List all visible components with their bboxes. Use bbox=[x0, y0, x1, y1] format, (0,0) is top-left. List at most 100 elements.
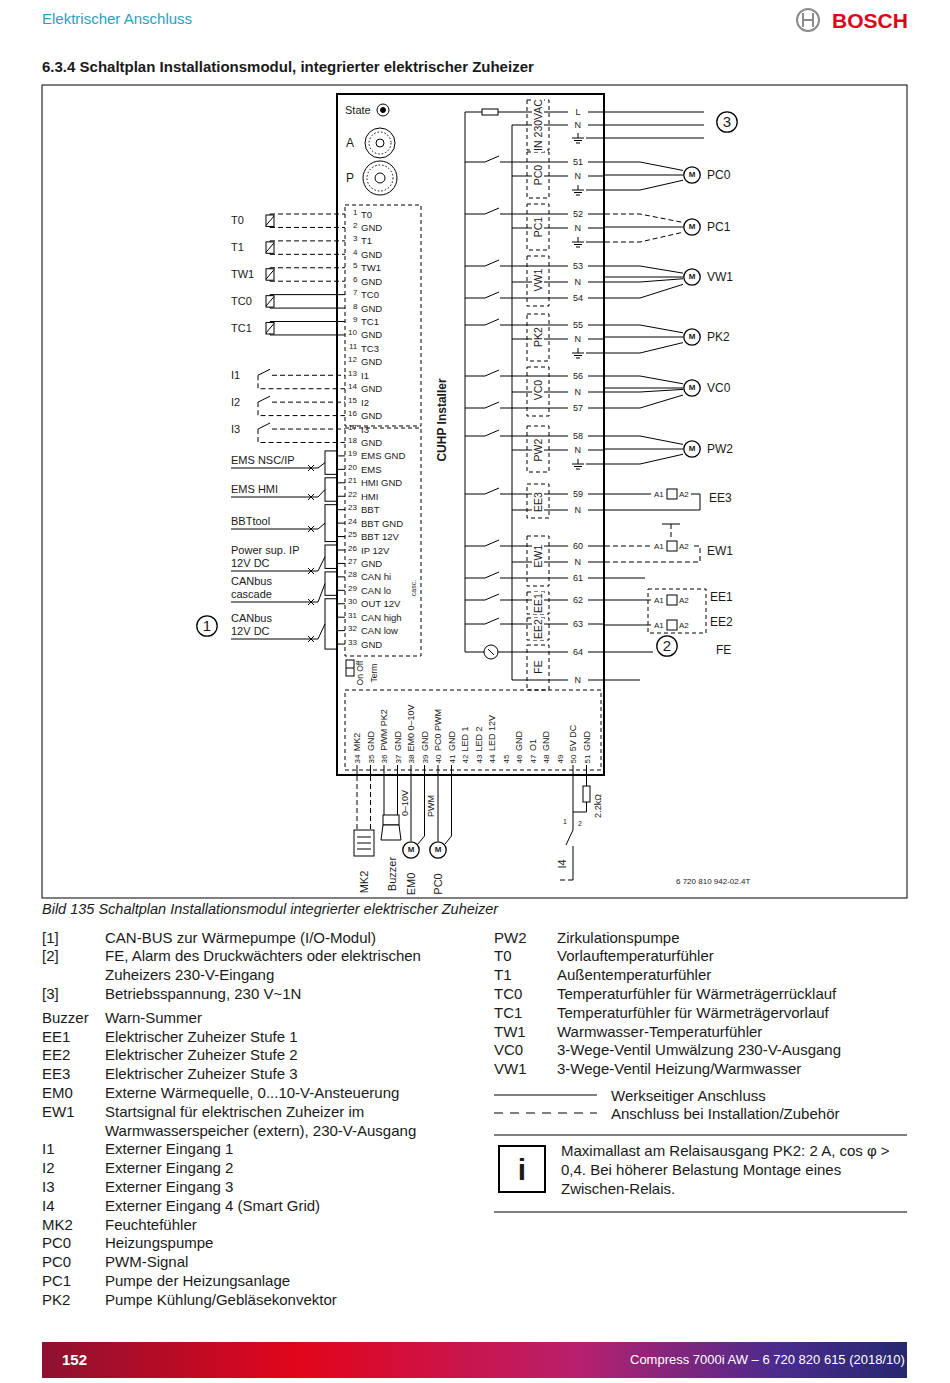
wire-line bbox=[573, 812, 587, 813]
earth-symbol bbox=[574, 192, 582, 193]
key-row: I2Externer Eingang 2 bbox=[42, 1159, 485, 1178]
terminal-number: 51 bbox=[573, 157, 583, 167]
terminal-number: N bbox=[575, 505, 582, 515]
pin-number: 40 bbox=[434, 754, 443, 763]
pin-name: GND bbox=[514, 731, 524, 751]
device-label: I1 bbox=[231, 369, 240, 382]
wire-line bbox=[258, 429, 345, 442]
pin-name: A1 bbox=[654, 596, 664, 605]
key-row: PC0Heizungspumpe bbox=[42, 1234, 485, 1253]
device-label: CANbus 12V DC bbox=[231, 612, 287, 638]
wire-line bbox=[465, 266, 485, 267]
wire-line bbox=[605, 494, 651, 495]
wire-line bbox=[337, 482, 345, 483]
connector-wire bbox=[438, 776, 439, 841]
earth-symbol bbox=[578, 237, 579, 242]
terminal-number: N bbox=[575, 223, 582, 233]
device-label: TC0 bbox=[231, 295, 252, 308]
earth-symbol bbox=[572, 353, 584, 354]
wire-line bbox=[337, 496, 345, 497]
device-label: T1 bbox=[231, 241, 244, 254]
terminal-number: 61 bbox=[573, 573, 583, 583]
description: Externe Wärmequelle, 0...10-V-Ansteuerun… bbox=[105, 1084, 485, 1103]
circle-outline bbox=[684, 380, 700, 396]
humidity-sensor bbox=[357, 837, 371, 838]
pin-number: 39 bbox=[420, 754, 429, 763]
pin-number: 25 bbox=[348, 530, 357, 539]
wire-line bbox=[270, 295, 271, 296]
device-label: Power sup. IP 12V DC bbox=[231, 544, 311, 570]
relay-contact bbox=[485, 618, 499, 624]
wire-line bbox=[605, 284, 683, 298]
fuse-symbol bbox=[482, 109, 498, 115]
terminal-group bbox=[527, 152, 549, 198]
wire-line bbox=[337, 576, 345, 577]
wire-line bbox=[272, 429, 345, 430]
terminal-number: 53 bbox=[573, 261, 583, 271]
key-row: [2]FE, Alarm des Druckwächters oder elek… bbox=[42, 947, 485, 985]
device-label: Buzzer bbox=[386, 857, 398, 891]
wire-line bbox=[605, 600, 651, 601]
relay-coil bbox=[667, 620, 677, 630]
pin-name: OUT 12V bbox=[361, 598, 400, 609]
humidity-sensor bbox=[357, 843, 371, 844]
callout-number: 3 bbox=[723, 114, 731, 131]
device-label: T0 bbox=[231, 214, 244, 227]
relay-contact bbox=[485, 370, 499, 376]
relay-contact bbox=[485, 594, 499, 600]
wire-line bbox=[605, 395, 683, 408]
status-led bbox=[377, 104, 389, 116]
group-label: VW1 bbox=[532, 268, 544, 293]
wire-line bbox=[465, 162, 485, 163]
key-column: PW2ZirkulationspumpeT0Vorlauftemperaturf… bbox=[494, 929, 907, 1079]
terminal-group bbox=[527, 618, 549, 640]
pin-name: T0 bbox=[361, 209, 372, 220]
wire-line bbox=[605, 625, 651, 626]
sensor-symbol bbox=[266, 270, 274, 279]
signal-name: 0–10V bbox=[400, 790, 410, 816]
key-row: I1Externer Eingang 1 bbox=[42, 1140, 485, 1159]
pin-name: I3 bbox=[361, 424, 369, 435]
pin-name: A2 bbox=[679, 490, 689, 499]
wire-line bbox=[605, 546, 651, 547]
pin-number: 8 bbox=[353, 302, 357, 311]
wire-line bbox=[500, 214, 568, 215]
connector-wire bbox=[605, 337, 683, 338]
callout-number: 1 bbox=[203, 618, 211, 635]
callout-number: 2 bbox=[656, 635, 678, 657]
sensor-symbol bbox=[266, 323, 274, 334]
info-icon: i bbox=[498, 1145, 546, 1193]
terminal-group bbox=[527, 204, 549, 250]
twisted-pair-mark bbox=[308, 465, 314, 471]
wire-line bbox=[337, 523, 345, 524]
pin-number: 48 bbox=[542, 754, 551, 763]
wire-line bbox=[586, 802, 587, 812]
wire-line bbox=[500, 578, 568, 579]
pin-name: GND bbox=[361, 222, 382, 233]
device-label: EW1 bbox=[707, 544, 733, 558]
terminal-number: N bbox=[575, 334, 582, 344]
wire-line bbox=[605, 454, 683, 464]
earth-symbol bbox=[578, 459, 579, 464]
wire-line bbox=[270, 334, 345, 335]
dip-switch bbox=[346, 660, 354, 676]
motor-letter: M bbox=[689, 333, 696, 342]
wire-line bbox=[498, 652, 568, 653]
dip-switch bbox=[346, 668, 354, 669]
group-label: PW2 bbox=[532, 438, 544, 463]
wire-line bbox=[272, 375, 345, 376]
callout-number: 2 bbox=[663, 638, 671, 655]
wire-line bbox=[337, 509, 345, 510]
device-label: MK2 bbox=[358, 871, 370, 894]
motor-letter: M bbox=[689, 384, 696, 393]
wire-line bbox=[270, 253, 271, 254]
switch-label: P bbox=[346, 171, 354, 185]
terminal-number: N bbox=[575, 557, 582, 567]
pin-number: 51 bbox=[582, 754, 591, 763]
wire-line bbox=[270, 214, 271, 215]
wire-line bbox=[384, 776, 385, 815]
wire-line bbox=[588, 600, 605, 601]
wire-line bbox=[465, 436, 485, 437]
twisted-pair-mark bbox=[308, 636, 314, 642]
resistor-value: 2.2kΩ bbox=[593, 794, 603, 818]
